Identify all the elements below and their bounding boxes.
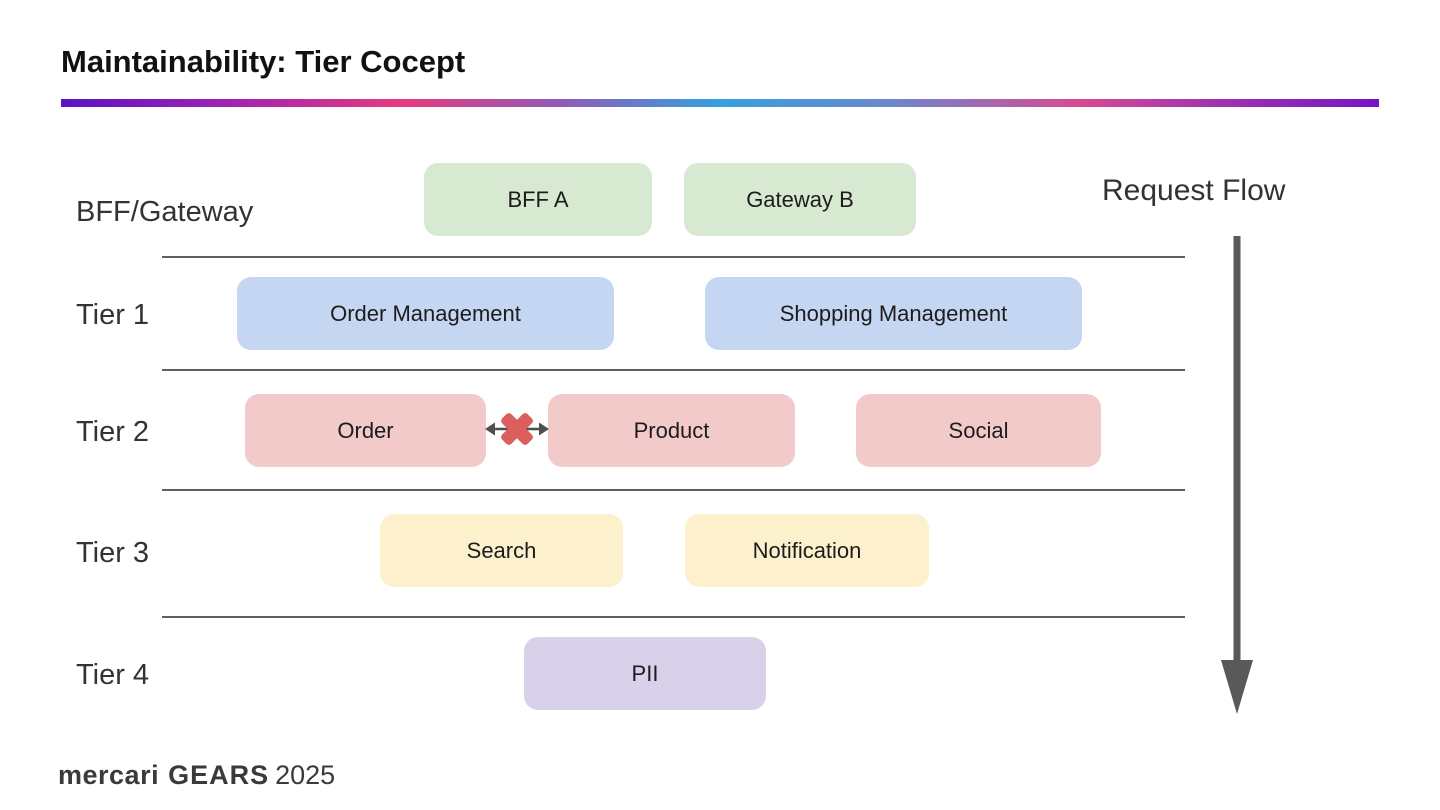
footer-logo: mercari GEARS 2025 bbox=[58, 760, 335, 791]
blocked-connection-icon bbox=[484, 406, 550, 457]
row-label-bff-gateway: BFF/Gateway bbox=[76, 196, 254, 228]
service-box-notification: Notification bbox=[685, 514, 929, 587]
service-box-label: Gateway B bbox=[746, 186, 854, 212]
service-box-order-management: Order Management bbox=[237, 277, 614, 350]
row-label-tier-3: Tier 3 bbox=[76, 537, 150, 569]
page-title: Maintainability: Tier Cocept bbox=[61, 44, 466, 79]
mercari-logo: mercari bbox=[58, 760, 160, 790]
row-label-tier-4: Tier 4 bbox=[76, 659, 150, 691]
service-box-pii: PII bbox=[524, 637, 766, 710]
service-box-search: Search bbox=[380, 514, 623, 587]
service-box-label: Shopping Management bbox=[779, 300, 1008, 326]
service-box-label: Order Management bbox=[330, 300, 521, 326]
service-box-label: BFF A bbox=[507, 186, 569, 212]
gears-wordmark: GEARS bbox=[168, 760, 270, 790]
service-box-label: Social bbox=[948, 417, 1009, 443]
service-box-label: PII bbox=[631, 660, 659, 686]
row-label-tier-1: Tier 1 bbox=[76, 299, 150, 331]
divider-below-tier-2 bbox=[162, 489, 1185, 491]
service-box-label: Search bbox=[466, 537, 537, 563]
divider-below-tier-3 bbox=[162, 616, 1185, 618]
service-box-social: Social bbox=[856, 394, 1101, 467]
service-box-label: Order bbox=[337, 417, 394, 443]
divider-below-bff-gateway bbox=[162, 256, 1185, 258]
service-box-label: Product bbox=[633, 417, 710, 443]
row-label-tier-2: Tier 2 bbox=[76, 416, 150, 448]
service-box-gateway-b: Gateway B bbox=[684, 163, 916, 236]
footer-year: 2025 bbox=[275, 760, 336, 790]
service-box-shopping-management: Shopping Management bbox=[705, 277, 1082, 350]
double-arrow-with-cross-icon bbox=[485, 413, 549, 445]
cross-icon bbox=[501, 413, 533, 445]
service-box-label: Notification bbox=[752, 537, 862, 563]
accent-gradient-bar bbox=[61, 99, 1379, 107]
divider-below-tier-1 bbox=[162, 369, 1185, 371]
request-flow-arrow-icon bbox=[1212, 232, 1262, 723]
service-box-product: Product bbox=[548, 394, 795, 467]
request-flow-label: Request Flow bbox=[1102, 174, 1286, 207]
service-box-bff-a: BFF A bbox=[424, 163, 652, 236]
service-box-order: Order bbox=[245, 394, 486, 467]
